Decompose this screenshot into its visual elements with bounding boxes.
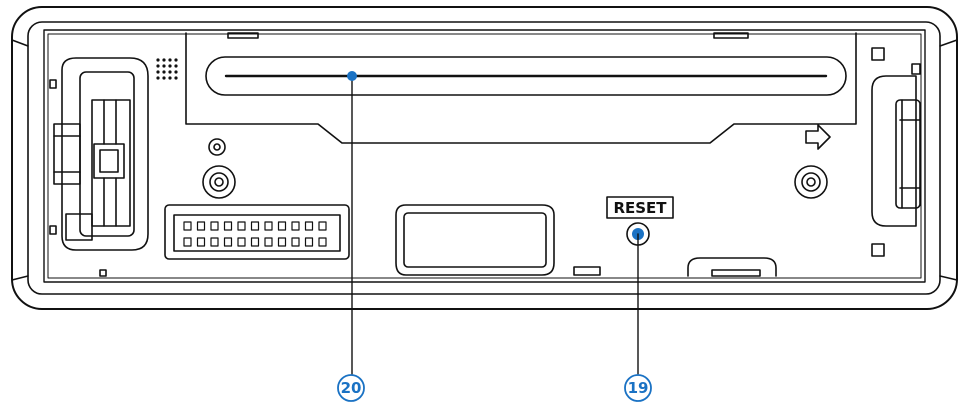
connector-pin-top — [237, 221, 246, 231]
callout-badge-20: 20 — [337, 374, 365, 402]
connector-pin-bottom — [304, 237, 314, 247]
connector-pin-top — [196, 221, 206, 231]
disc-slot-housing — [185, 32, 857, 144]
right-release-latch — [871, 47, 921, 257]
grid-dot — [168, 64, 172, 68]
connector-pin-bottom — [223, 237, 233, 247]
connector-pin-top — [264, 221, 273, 231]
connector-pin-bottom — [196, 237, 206, 247]
center-port — [395, 204, 555, 276]
connector-pin-top — [183, 221, 192, 231]
connector-pin-top — [277, 221, 287, 231]
callout-number-19: 19 — [628, 379, 649, 397]
reset-label-box: RESET — [606, 196, 674, 219]
grid-dot — [174, 70, 178, 74]
grid-dot — [156, 58, 160, 62]
bottom-tab — [573, 257, 777, 277]
small-target-icon — [208, 138, 226, 156]
iso-connector — [164, 204, 350, 260]
callout-badge-19: 19 — [624, 374, 652, 402]
grid-dot — [156, 70, 160, 74]
connector-pin-bottom — [237, 237, 246, 247]
grid-dot — [174, 58, 178, 62]
right-screw — [794, 165, 828, 199]
connector-pin-bottom — [291, 237, 300, 247]
grid-dot — [162, 58, 166, 62]
reset-label: RESET — [613, 199, 667, 217]
connector-pin-bottom — [183, 237, 192, 247]
grid-dot — [174, 76, 178, 80]
grid-dot — [162, 76, 166, 80]
callout-dot-20 — [347, 71, 357, 81]
connector-pin-bottom — [264, 237, 273, 247]
connector-pin-top — [304, 221, 314, 231]
callout-number-20: 20 — [341, 379, 362, 397]
grid-dot — [156, 64, 160, 68]
connector-pin-top — [291, 221, 300, 231]
connector-pin-top — [210, 221, 219, 231]
grid-dot — [162, 64, 166, 68]
disc-slot[interactable] — [205, 56, 847, 96]
connector-pin-top — [223, 221, 233, 231]
connector-pin-bottom — [250, 237, 260, 247]
grid-dot — [168, 58, 172, 62]
outer-frame — [11, 6, 958, 310]
grid-dot — [156, 76, 160, 80]
inner-chassis — [43, 29, 926, 283]
grid-dot — [168, 76, 172, 80]
callout-lines — [347, 71, 639, 375]
grid-dot — [162, 70, 166, 74]
connector-pin-top — [250, 221, 260, 231]
connector-pin-bottom — [318, 237, 327, 247]
connector-pin-top — [318, 221, 327, 231]
arrow-right-icon — [805, 124, 831, 150]
grid-dot — [168, 70, 172, 74]
dot-grid-icon — [156, 58, 178, 80]
connector-pin-bottom — [277, 237, 287, 247]
grid-dot — [174, 64, 178, 68]
connector-pin-bottom — [210, 237, 219, 247]
left-screw — [202, 165, 236, 199]
left-connector-bracket — [53, 57, 149, 251]
